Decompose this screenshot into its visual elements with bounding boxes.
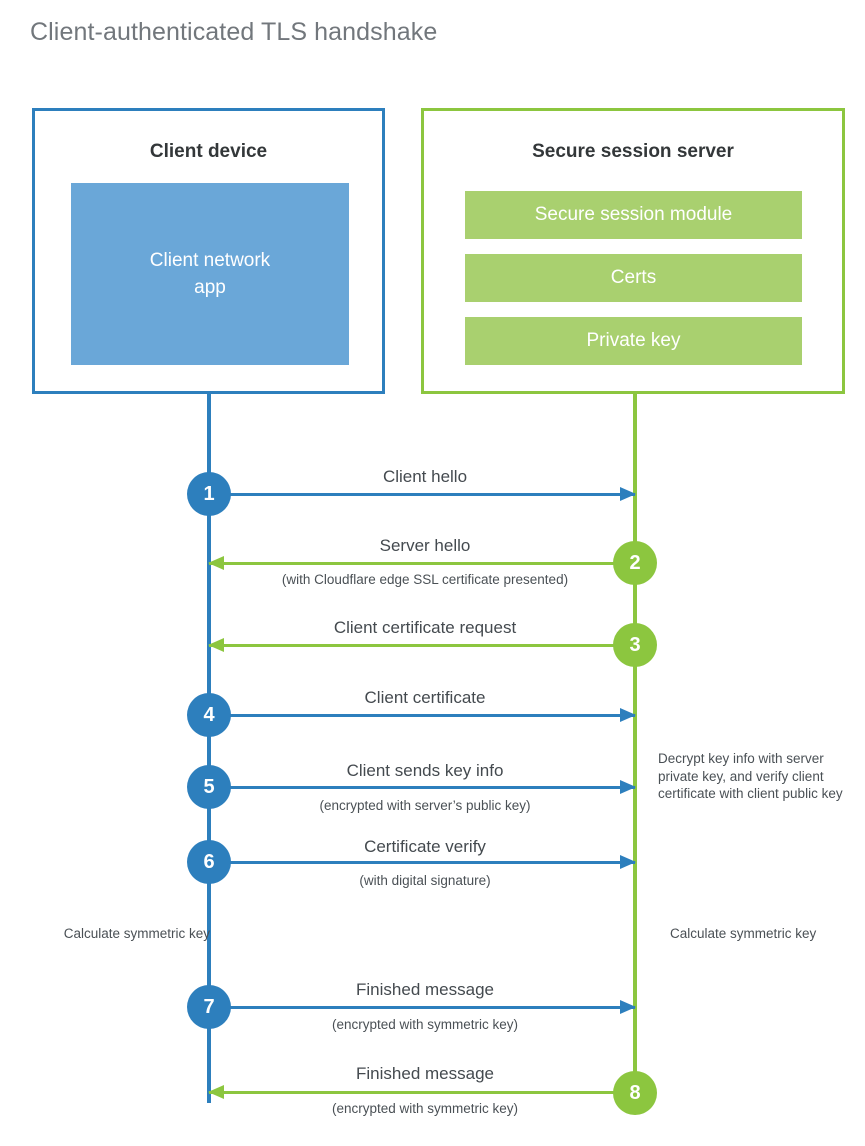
message-label-7: Finished message [356,980,494,999]
server-component-label: Secure session module [534,204,733,225]
step-circle-8[interactable]: 8 [613,1071,657,1115]
server-lifeline [633,391,637,1093]
client-network-app-block: Client network app [71,183,349,365]
message-sublabel-6: (with digital signature) [359,873,491,888]
message-label-8: Finished message [356,1064,494,1083]
step-circle-6[interactable]: 6 [187,840,231,884]
server-component-certs: Certs [465,254,802,302]
arrowhead-left-icon [208,1085,224,1099]
message-arrow-1 [209,487,636,501]
message-arrow-3 [208,638,635,652]
message-arrow-6 [209,855,636,869]
arrowhead-right-icon [620,780,636,794]
message-arrow-8 [208,1085,635,1099]
client-calculate-symmetric-key-note: Calculate symmetric key [63,926,210,941]
message-label-4: Client certificate [364,688,486,707]
step-circle-7[interactable]: 7 [187,985,231,1029]
message-arrow-4 [209,708,636,722]
step-circle-5[interactable]: 5 [187,765,231,809]
step-circle-4[interactable]: 4 [187,693,231,737]
step-circle-1[interactable]: 1 [187,472,231,516]
server-component-label: Private key [586,330,681,351]
server-calculate-symmetric-key-note: Calculate symmetric key [670,926,817,941]
arrowhead-right-icon [620,487,636,501]
server-component-private-key: Private key [465,317,802,365]
server-decrypt-note: Decrypt key info with server private key… [658,751,843,801]
message-arrow-5 [209,780,636,794]
arrowhead-right-icon [620,708,636,722]
arrowhead-left-icon [208,638,224,652]
page-title: Client-authenticated TLS handshake [30,18,438,46]
server-component-secure-session-module: Secure session module [465,191,802,239]
secure-session-server-box: Secure session server Secure session mod… [421,108,845,394]
message-sublabel-8: (encrypted with symmetric key) [331,1101,519,1116]
server-component-label: Certs [610,267,657,288]
message-label-6: Certificate verify [364,837,486,856]
step-circle-2[interactable]: 2 [613,541,657,585]
client-network-app-label: Client network app [149,250,271,298]
client-lifeline [207,391,211,1103]
client-device-box: Client device Client network app [32,108,385,394]
message-sublabel-2: (with Cloudflare edge SSL certificate pr… [281,572,569,587]
message-arrow-7 [209,1000,636,1014]
secure-session-server-title: Secure session server [532,141,734,162]
step-circle-3[interactable]: 3 [613,623,657,667]
client-device-title: Client device [149,141,268,162]
message-label-3: Client certificate request [333,618,517,637]
message-label-2: Server hello [379,536,471,555]
arrowhead-right-icon [620,855,636,869]
message-sublabel-7: (encrypted with symmetric key) [331,1017,519,1032]
message-sublabel-5: (encrypted with server’s public key) [319,798,531,813]
arrowhead-left-icon [208,556,224,570]
message-label-5: Client sends key info [346,761,504,780]
message-arrow-2 [208,556,635,570]
arrowhead-right-icon [620,1000,636,1014]
message-label-1: Client hello [382,467,468,486]
